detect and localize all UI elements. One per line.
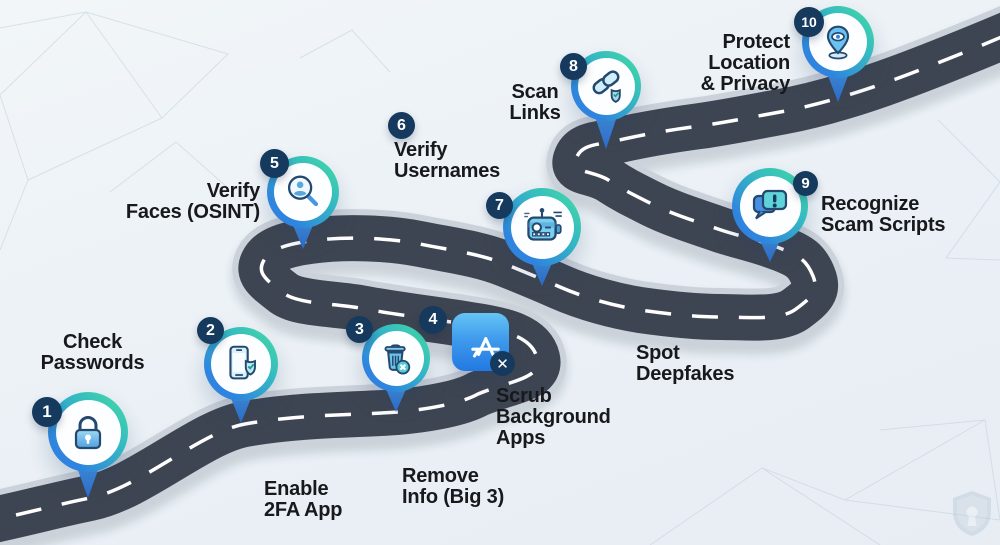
phone-shield-icon [229, 345, 256, 380]
milestone-badge-7: 7 [486, 192, 513, 219]
milestone-pin-7 [503, 188, 581, 286]
trash-delete-icon [384, 344, 411, 375]
milestone-pin-3 [362, 324, 430, 412]
label-enable-2fa: Enable 2FA App [264, 478, 343, 521]
chat-alert-icon [752, 189, 788, 220]
milestone-badge-3: 3 [346, 316, 373, 343]
milestone-badge-6: 6 [388, 112, 415, 139]
milestone-badge-9: 9 [793, 171, 818, 196]
label-protect-location: Protect Location & Privacy [700, 31, 791, 95]
shield-keyhole-watermark-icon [953, 491, 991, 536]
robot-deepfake-icon [524, 208, 562, 241]
face-search-icon [287, 175, 319, 207]
milestone-badge-1: 1 [32, 397, 62, 427]
remove-app-x-icon: ✕ [490, 351, 515, 376]
milestone-badge-10: 10 [794, 7, 824, 37]
milestone-badge-4: 4 [419, 306, 447, 334]
milestone-badge-5: 5 [260, 149, 289, 178]
milestone-badge-2: 2 [197, 317, 224, 344]
label-scan-links: Scan Links [509, 81, 561, 124]
road-center-line [0, 35, 1000, 521]
label-verify-faces: Verify Faces (OSINT) [125, 180, 260, 223]
label-check-passwords: Check Passwords [40, 331, 145, 374]
milestone-pin-4: ✕ [452, 313, 515, 376]
lock-icon [74, 416, 102, 450]
label-verify-usernames: Verify Usernames [394, 139, 501, 182]
chain-link-shield-icon [592, 69, 621, 103]
label-spot-deepfakes: Spot Deepfakes [636, 342, 735, 385]
location-pin-eye-icon [826, 25, 850, 60]
milestone-pin-1 [48, 392, 128, 498]
milestone-badge-8: 8 [560, 53, 587, 80]
label-scrub-apps: Scrub Background Apps [496, 385, 611, 449]
label-remove-info: Remove Info (Big 3) [402, 465, 505, 508]
label-recognize-scams: Recognize Scam Scripts [821, 193, 946, 236]
